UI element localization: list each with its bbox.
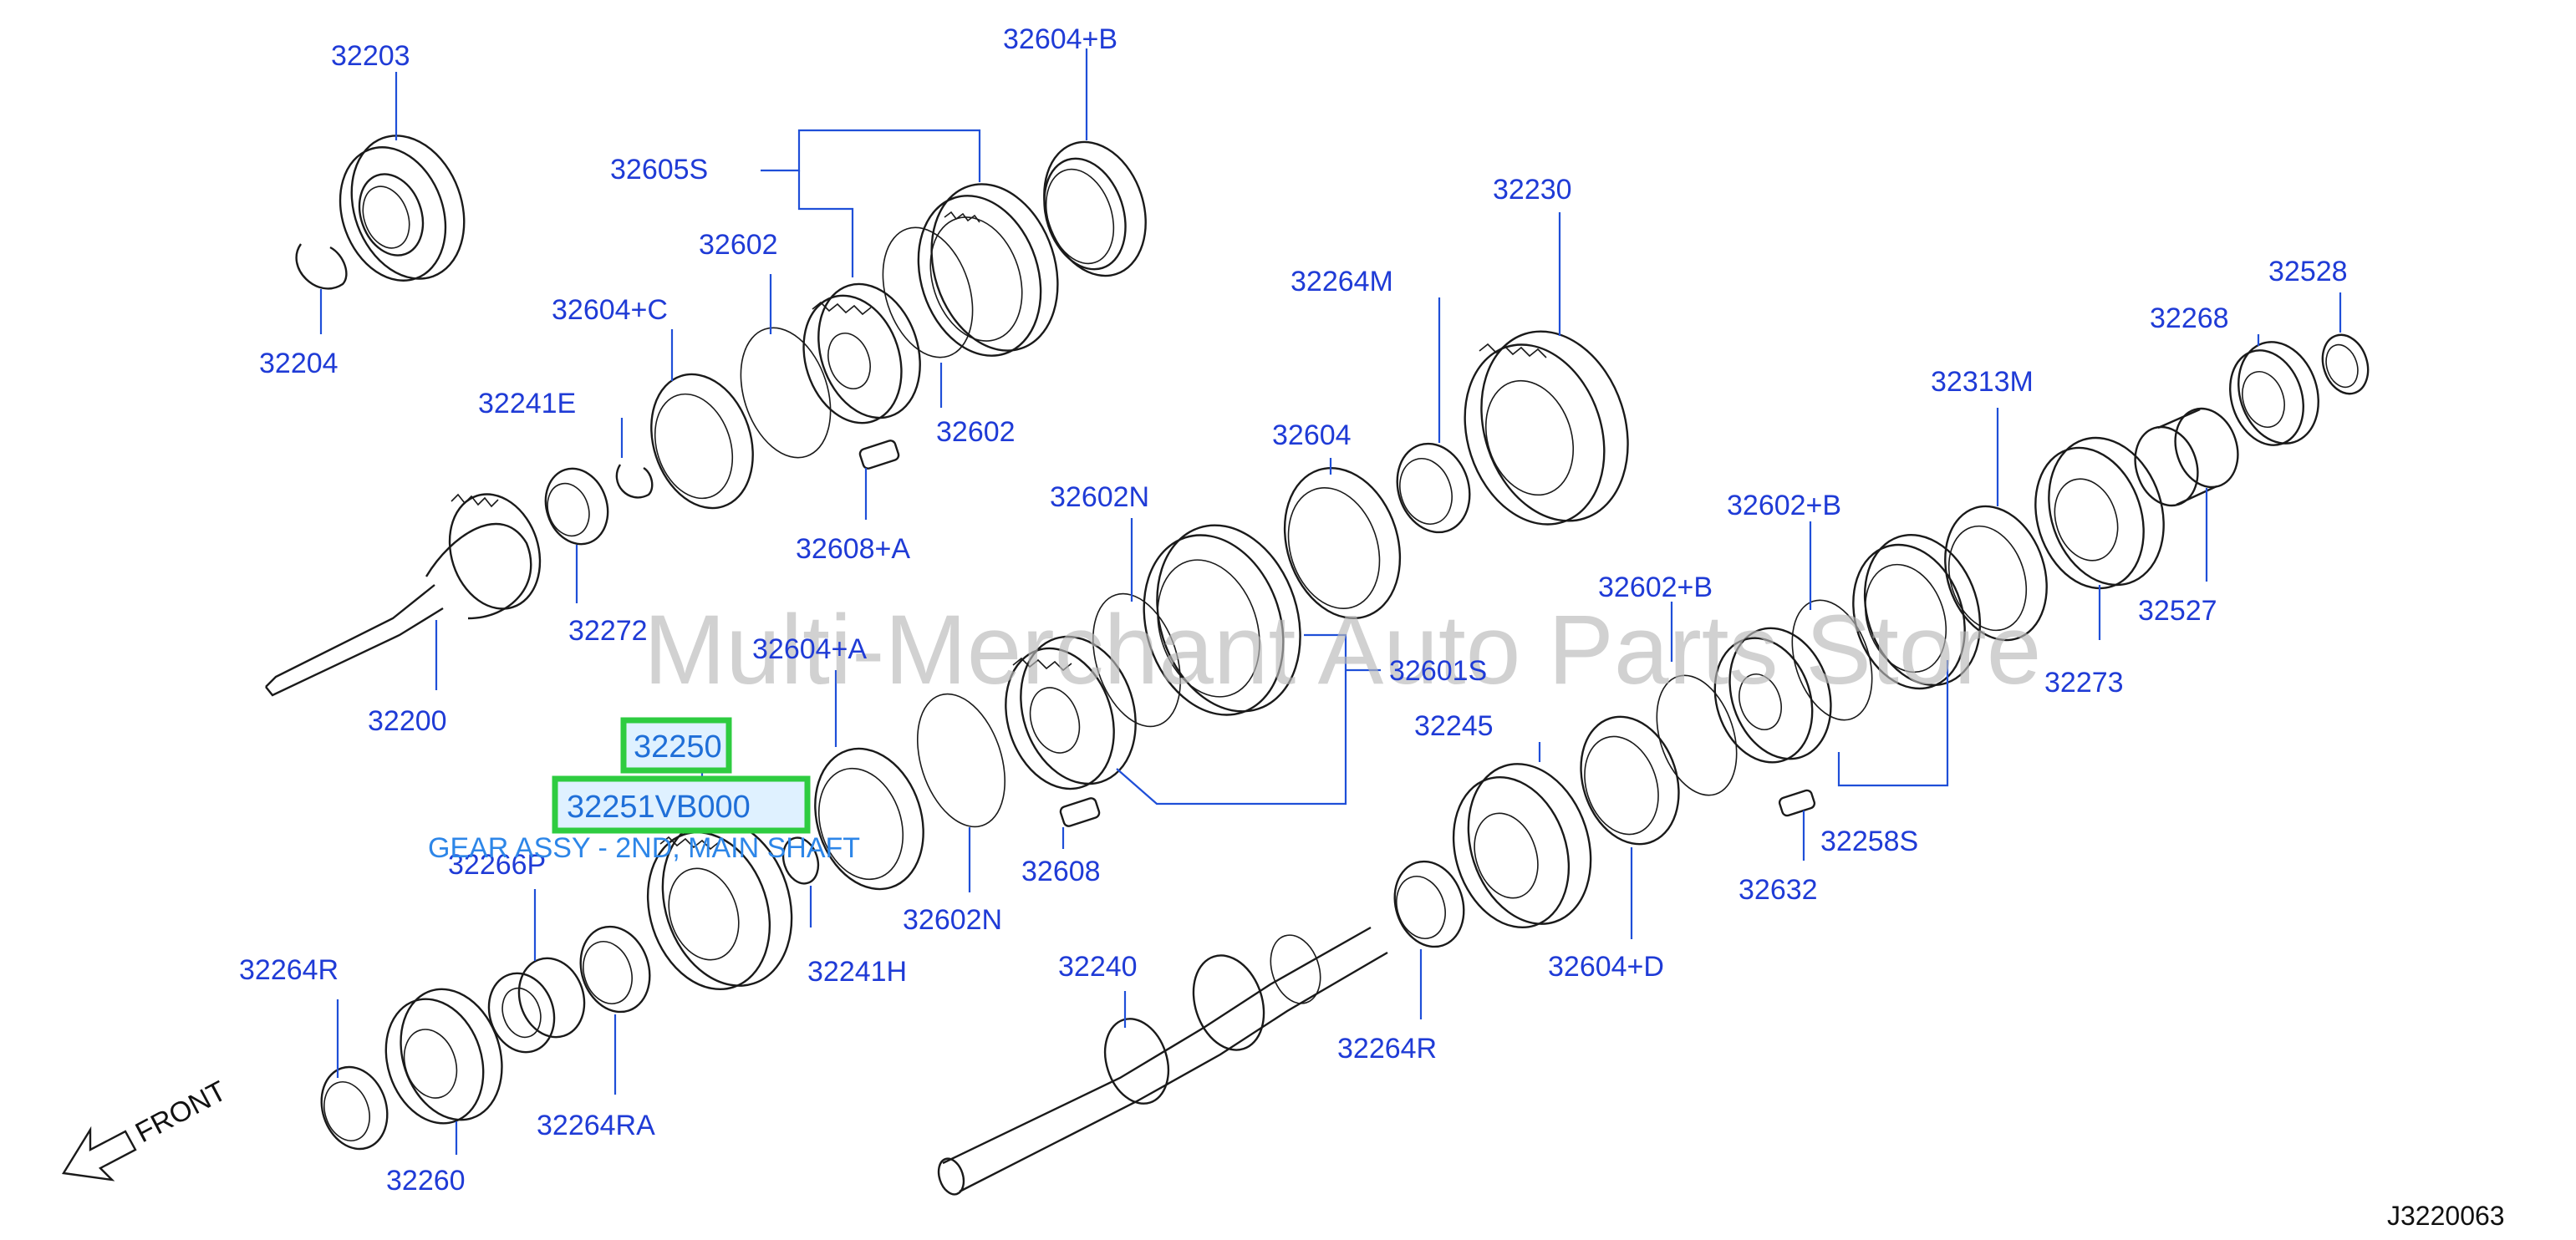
gear-32230	[1464, 330, 1629, 526]
label-32604C[interactable]: 32604+C	[552, 294, 668, 326]
label-32604[interactable]: 32604	[1272, 419, 1352, 451]
spring-32602N-bottom	[916, 693, 1006, 828]
label-32241H[interactable]: 32241H	[807, 956, 907, 988]
ring-32528	[2321, 333, 2370, 395]
needle-bearing-32264RA	[579, 925, 651, 1014]
gear-32245	[1452, 763, 1592, 929]
label-32602B-left[interactable]: 32602+B	[1598, 572, 1713, 603]
label-32230[interactable]: 32230	[1493, 174, 1572, 206]
bushing-32266P	[487, 957, 586, 1054]
needle-bearing-32264M	[1396, 442, 1471, 534]
input-shaft-32200	[265, 493, 542, 697]
label-32602-top[interactable]: 32602	[699, 229, 778, 261]
spring-32602	[740, 327, 832, 459]
highlight-box-32251VB000[interactable]	[552, 775, 811, 834]
sync-ring-32604D	[1580, 715, 1680, 846]
part-labels: 32203 32204 32604+B 32605S 32602 32602 3…	[239, 23, 2348, 1197]
highlight-callout: 32250 32251VB000 GEAR ASSY - 2ND, MAIN S…	[428, 717, 860, 864]
front-arrow-icon	[62, 1126, 137, 1182]
main-shaft-32240	[937, 926, 1388, 1196]
leader-lines	[319, 48, 2342, 1155]
snap-ring-32204	[295, 243, 348, 290]
highlight-sub-part-number[interactable]: 32251VB000	[567, 790, 751, 825]
key-32608	[1059, 797, 1101, 827]
spring-32602-b	[882, 226, 974, 358]
reference-code: J3220063	[2387, 1201, 2505, 1231]
label-32602B-right[interactable]: 32602+B	[1727, 490, 1841, 521]
label-32602N-bottom[interactable]: 32602N	[903, 904, 1002, 936]
sync-ring-32604A	[814, 747, 924, 891]
parts-drawing	[265, 135, 2370, 1196]
highlight-box-32250[interactable]	[620, 717, 732, 774]
label-32258S[interactable]: 32258S	[1820, 826, 1918, 857]
label-32273[interactable]: 32273	[2044, 667, 2124, 699]
label-32204[interactable]: 32204	[259, 348, 339, 379]
label-32264M[interactable]: 32264M	[1291, 266, 1393, 297]
label-32245[interactable]: 32245	[1414, 710, 1494, 742]
needle-bearing-32264R-mid	[1393, 860, 1465, 948]
label-32605S[interactable]: 32605S	[610, 154, 708, 185]
hub-middle	[1005, 635, 1137, 790]
label-32632[interactable]: 32632	[1739, 874, 1818, 906]
highlight-part-number[interactable]: 32250	[634, 729, 722, 765]
label-32264RA[interactable]: 32264RA	[537, 1110, 655, 1141]
label-32604A[interactable]: 32604+A	[752, 633, 867, 665]
label-32264R-mid[interactable]: 32264R	[1337, 1033, 1437, 1065]
snap-ring-32241E	[615, 464, 654, 499]
label-32602N-top[interactable]: 32602N	[1050, 481, 1149, 513]
sync-ring-32604	[1283, 466, 1402, 620]
bearing-32273	[2034, 436, 2165, 590]
bearing-32268	[2229, 341, 2319, 446]
label-32264R-left[interactable]: 32264R	[239, 954, 339, 986]
sleeve-32258S	[1852, 533, 1982, 690]
key-32632	[1778, 789, 1816, 817]
front-indicator: FRONT	[62, 1075, 232, 1182]
bearing-32203	[339, 135, 466, 282]
label-32604D[interactable]: 32604+D	[1548, 951, 1664, 983]
label-32608A[interactable]: 32608+A	[796, 533, 910, 565]
spring-32602N-top	[1092, 592, 1182, 728]
label-32268[interactable]: 32268	[2150, 302, 2229, 334]
label-32260[interactable]: 32260	[386, 1165, 466, 1197]
key-32608A	[858, 440, 900, 470]
ring-32241H	[781, 836, 820, 885]
label-32272[interactable]: 32272	[568, 615, 648, 647]
label-32527[interactable]: 32527	[2138, 595, 2217, 627]
label-32604B[interactable]: 32604+B	[1003, 23, 1117, 55]
spring-32602B-left	[1656, 674, 1738, 796]
label-32203[interactable]: 32203	[331, 40, 410, 72]
watermark: Multi-Merchant Auto Parts Store	[644, 595, 2041, 705]
label-32240[interactable]: 32240	[1058, 951, 1138, 983]
sync-32313M	[1944, 505, 2048, 642]
sleeve-32605S	[917, 183, 1059, 357]
highlight-description: GEAR ASSY - 2ND, MAIN SHAFT	[428, 832, 860, 864]
label-32601S[interactable]: 32601S	[1389, 655, 1487, 687]
sync-ring-32604B	[1043, 140, 1147, 277]
front-label: FRONT	[130, 1075, 232, 1150]
spring-32602B-right	[1791, 599, 1873, 721]
spacer-32527	[2134, 407, 2239, 507]
label-32266P[interactable]: 32266P	[448, 849, 546, 881]
gear-32260	[384, 988, 503, 1125]
hub-right	[1713, 627, 1832, 764]
label-32200[interactable]: 32200	[368, 705, 447, 737]
hub-32602-top	[802, 282, 921, 424]
sync-ring-32604C	[650, 373, 754, 510]
label-32313M[interactable]: 32313M	[1931, 366, 2034, 398]
needle-bearing-32272	[544, 467, 609, 546]
label-32602-right[interactable]: 32602	[936, 416, 1016, 448]
needle-bearing-32264R-left	[320, 1065, 389, 1151]
sleeve-32601S	[1143, 524, 1301, 716]
label-32608[interactable]: 32608	[1021, 856, 1101, 887]
label-32241E[interactable]: 32241E	[478, 388, 576, 419]
label-32528[interactable]: 32528	[2268, 256, 2348, 287]
